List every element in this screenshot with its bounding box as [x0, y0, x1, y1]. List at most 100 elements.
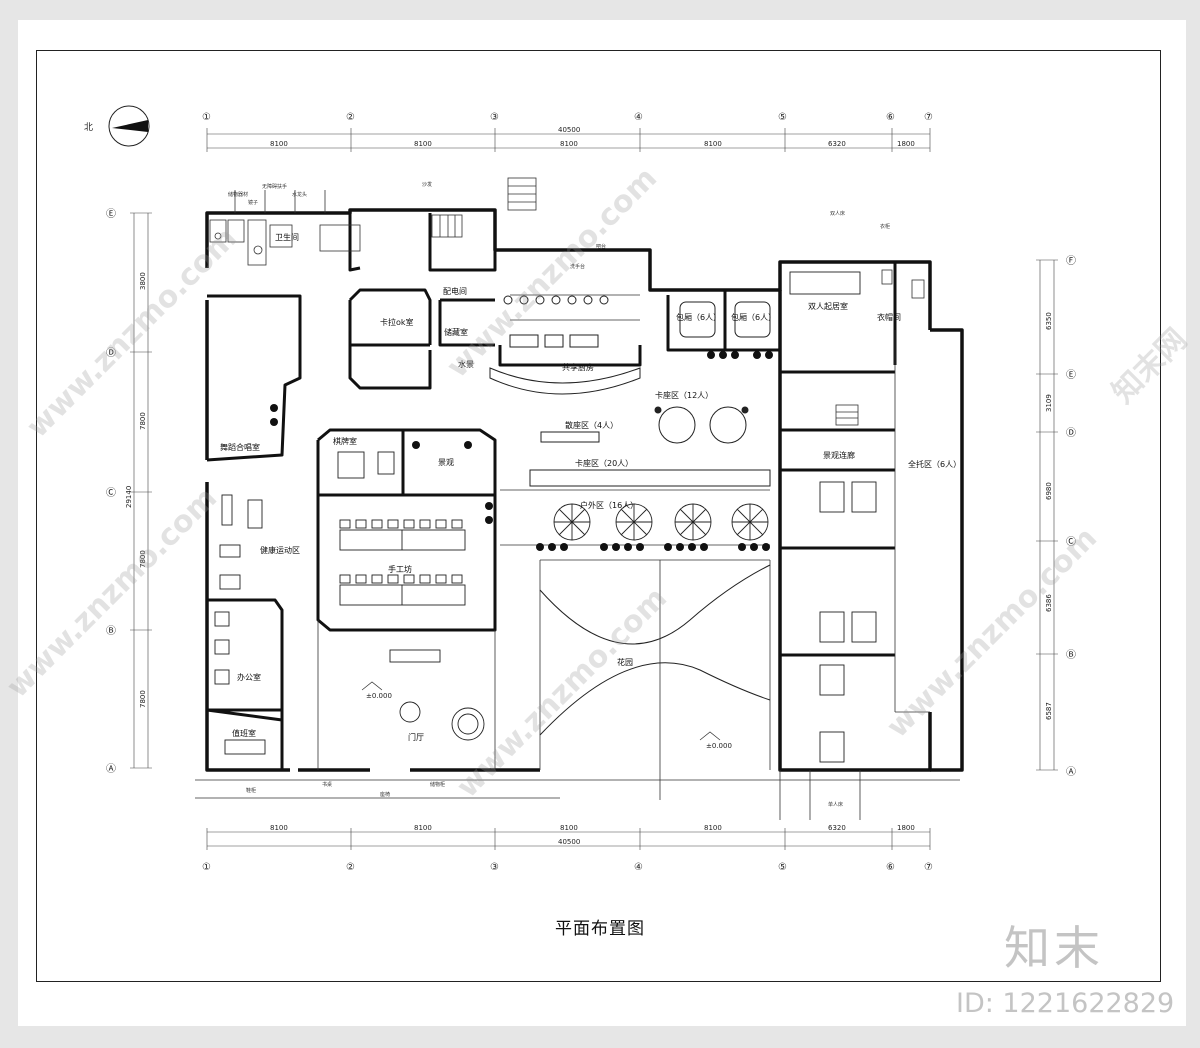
top-dim-6: 1800 [897, 140, 915, 148]
drawing-sheet [18, 20, 1186, 1026]
axis-right-b: Ⓑ [1066, 649, 1076, 661]
north-label: 北 [84, 122, 93, 133]
top-total-dim: 40500 [558, 126, 580, 134]
room-corridor: 景观连廊 [823, 450, 855, 460]
room-garden: 花园 [617, 657, 633, 667]
room-booth12: 卡座区（12人） [655, 390, 713, 400]
room-double: 双人起居室 [808, 301, 848, 311]
axis-left-d: Ⓓ [106, 347, 116, 359]
chess-tables [337, 451, 395, 479]
top-dim-3: 8100 [560, 140, 578, 148]
axis-bottom-6: ⑥ [886, 862, 895, 873]
axis-bottom-4: ④ [634, 862, 643, 873]
north-arrow-icon: 北 [84, 105, 150, 147]
top-axis: 40500 8100 8100 8100 8100 6320 1800 ① ② … [202, 112, 933, 149]
lobby-level: ±0.000 [366, 692, 392, 700]
note-sofa: 沙发 [422, 181, 432, 188]
lobby-plants [389, 649, 485, 741]
room-fitness: 健康运动区 [260, 545, 300, 555]
gym-equipment [219, 494, 263, 590]
room-toilet: 卫生间 [275, 232, 299, 242]
bottom-dim-3: 8100 [560, 824, 578, 832]
right-dim-5: 6587 [1045, 702, 1053, 720]
garden-level: ±0.000 [706, 742, 732, 750]
room-lobby: 门厅 [408, 732, 424, 742]
axis-right-c: Ⓒ [1066, 536, 1076, 548]
axis-top-3: ③ [490, 112, 499, 123]
axis-bottom-2: ② [346, 862, 355, 873]
bottom-dim-1: 8100 [270, 824, 288, 832]
top-dim-4: 8100 [704, 140, 722, 148]
axis-top-1: ① [202, 112, 211, 123]
axis-bottom-5: ⑤ [778, 862, 787, 873]
axis-right-f: Ⓕ [1066, 255, 1076, 267]
top-dim-2: 8100 [414, 140, 432, 148]
left-dim-2: 7800 [139, 412, 147, 430]
bottom-total-dim: 40500 [558, 838, 580, 846]
toilet-fixtures [209, 219, 925, 299]
axis-bottom-3: ③ [490, 862, 499, 873]
axis-top-5: ⑤ [778, 112, 787, 123]
note-handrail: 无障碍扶手 [262, 183, 287, 190]
thin-lines [195, 190, 960, 820]
room-water: 水景 [458, 359, 474, 369]
axis-right-e: Ⓔ [1066, 369, 1076, 381]
room-storage: 储藏室 [444, 327, 468, 337]
room-labels: 卫生间 舞蹈合唱室 健康运动区 办公室 值班室 卡拉ok室 配电间 储藏室 水景… [220, 232, 961, 742]
annotations: 储物器材 无障碍扶手 水龙头 镜子 双人床 洗手台 沙发 吧台 衣柜 单人床 书… [228, 181, 890, 808]
axis-right-d: Ⓓ [1066, 427, 1076, 439]
room-private-2: 包厢（6人） [731, 312, 776, 322]
note-desk: 书桌 [322, 781, 332, 788]
garden-curves [539, 564, 771, 736]
bottom-dim-4: 8100 [704, 824, 722, 832]
brand-logo: 知末 [1004, 921, 1104, 975]
interior-walls [206, 210, 897, 770]
left-dim-1: 3800 [139, 272, 147, 290]
room-dance: 舞蹈合唱室 [220, 442, 260, 452]
right-dim-2: 3109 [1045, 394, 1053, 412]
axis-top-7: ⑦ [924, 112, 933, 123]
bottom-dim-6: 1800 [897, 824, 915, 832]
room-chess: 棋牌室 [333, 436, 357, 446]
grid-ticks [130, 128, 1058, 850]
left-total-dim: 29140 [125, 486, 133, 508]
left-dim-4: 7800 [139, 690, 147, 708]
room-booth20: 卡座区（20人） [575, 458, 633, 468]
stairs [431, 177, 859, 426]
right-dim-1: 6350 [1045, 312, 1053, 330]
outdoor-chairs [270, 351, 773, 551]
care-beds [214, 271, 877, 763]
room-office: 办公室 [237, 672, 261, 682]
axis-top-6: ⑥ [886, 112, 895, 123]
craft-tables [339, 519, 466, 606]
axis-left-b: Ⓑ [106, 625, 116, 637]
room-power: 配电间 [443, 286, 467, 296]
note-shoe-cabinet: 鞋柜 [246, 787, 256, 794]
note-locker: 储物柜 [430, 781, 445, 788]
bottom-axis: 8100 8100 8100 8100 6320 1800 40500 ① ② … [202, 824, 933, 873]
note-single-bed: 单人床 [828, 801, 843, 808]
axis-left-e: Ⓔ [106, 208, 116, 220]
bottom-dim-2: 8100 [414, 824, 432, 832]
note-double-bed: 双人床 [830, 210, 845, 217]
axis-left-a: Ⓐ [106, 763, 116, 775]
axis-top-4: ④ [634, 112, 643, 123]
top-dim-1: 8100 [270, 140, 288, 148]
room-private-1: 包厢（6人） [676, 312, 721, 322]
note-chair: 座椅 [380, 791, 390, 798]
right-dim-4: 6386 [1045, 594, 1053, 612]
kitchen-counter [489, 295, 641, 395]
room-duty: 值班室 [232, 728, 256, 738]
left-dim-3: 7800 [139, 550, 147, 568]
room-landscape: 景观 [438, 458, 454, 467]
note-mirror: 镜子 [248, 199, 258, 206]
room-ktv: 卡拉ok室 [380, 317, 414, 327]
axis-bottom-1: ① [202, 862, 211, 873]
note-faucet: 水龙头 [292, 191, 307, 198]
level-markers [361, 681, 721, 741]
axis-left-c: Ⓒ [106, 487, 116, 499]
room-booth4: 散座区（4人） [565, 420, 618, 430]
room-kitchen: 共享厨房 [562, 362, 594, 372]
drawing-frame [36, 50, 1161, 982]
